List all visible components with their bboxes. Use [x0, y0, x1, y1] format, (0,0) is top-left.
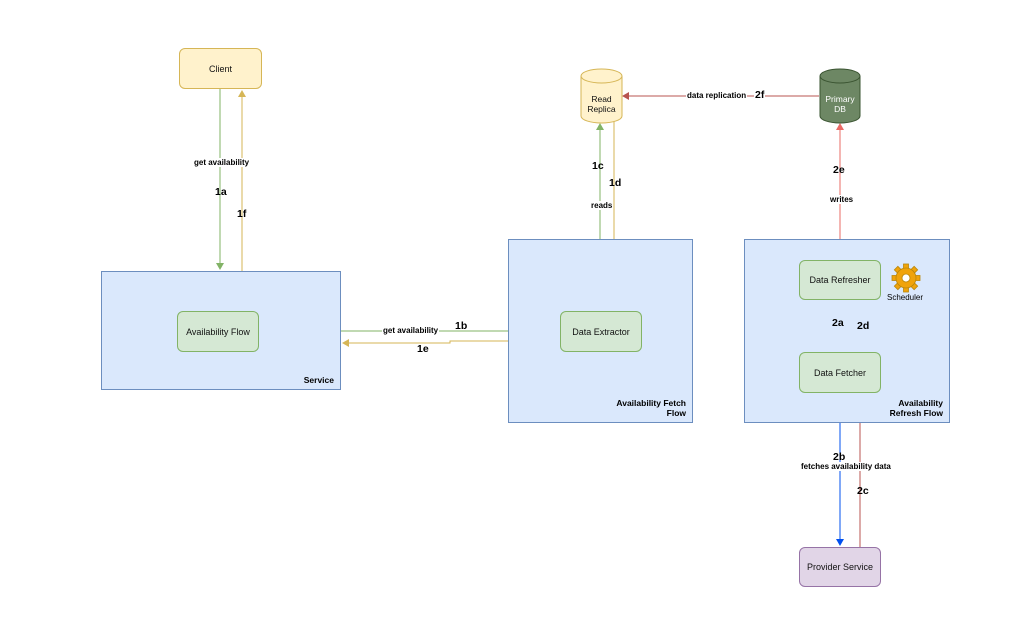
data-fetcher-label: Data Fetcher: [813, 367, 867, 378]
edge-label-get-availability-service: get availability: [382, 326, 440, 335]
edge-label-2d: 2d: [857, 320, 870, 332]
client-node[interactable]: Client: [179, 48, 262, 89]
edge-label-writes: writes: [829, 195, 855, 204]
edge-label-2f: 2f: [754, 89, 766, 101]
availability-flow-node[interactable]: Availability Flow: [177, 311, 259, 352]
data-refresher-label: Data Refresher: [809, 275, 871, 285]
service-container-label: Service: [303, 375, 334, 385]
edge-label-1f: 1f: [237, 208, 247, 220]
edge-1e: [342, 339, 560, 347]
edge-label-reads: reads: [590, 201, 614, 210]
refresh-flow-container-label: Availability Refresh Flow: [889, 398, 943, 418]
edge-label-1b: 1b: [455, 320, 468, 332]
edge-label-2e: 2e: [833, 164, 845, 176]
edge-label-1a: 1a: [215, 186, 227, 198]
data-refresher-node[interactable]: Data Refresher: [799, 260, 881, 300]
data-fetcher-node[interactable]: Data Fetcher: [799, 352, 881, 393]
primary-db-node[interactable]: Primary DB: [819, 68, 861, 124]
primary-db-label: Primary DB: [825, 94, 855, 114]
provider-service-label: Provider Service: [806, 562, 874, 572]
client-label: Client: [208, 63, 232, 74]
primary-db-cylinder: [819, 68, 861, 124]
scheduler-label: Scheduler: [887, 293, 924, 302]
edge-label-1e: 1e: [417, 343, 429, 355]
edge-label-2a: 2a: [832, 317, 844, 329]
edge-label-1c: 1c: [592, 160, 604, 172]
provider-service-node[interactable]: Provider Service: [799, 547, 881, 587]
read-replica-label: Read Replica: [587, 94, 616, 114]
edge-label-2c: 2c: [857, 485, 869, 497]
data-extractor-label: Data Extractor: [572, 326, 630, 337]
read-replica-node[interactable]: Read Replica: [580, 68, 623, 124]
edge-label-2b: 2b: [833, 451, 846, 463]
read-replica-cylinder: [580, 68, 623, 124]
availability-flow-label: Availability Flow: [186, 326, 250, 337]
edge-label-1d: 1d: [609, 177, 622, 189]
edge-label-data-replication: data replication: [686, 91, 748, 100]
fetch-flow-container-label: Availability Fetch Flow: [616, 398, 686, 418]
scheduler-gear-icon: [889, 263, 923, 295]
edge-label-get-availability-client: get availability: [193, 158, 251, 167]
data-extractor-node[interactable]: Data Extractor: [560, 311, 642, 352]
edge-label-fetches-availability-data: fetches availability data: [800, 462, 892, 471]
